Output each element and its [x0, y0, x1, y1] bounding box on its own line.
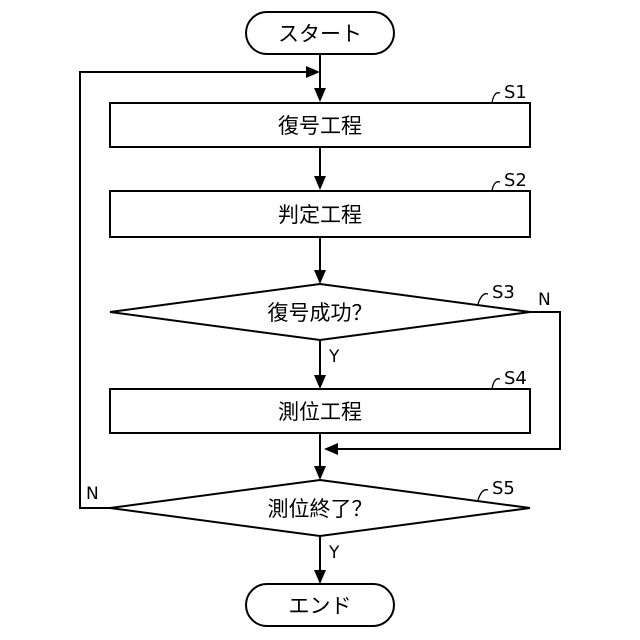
process-s4-label: 測位工程	[278, 400, 362, 424]
process-s1-label: 復号工程	[278, 114, 362, 138]
decision-s3-no-label: N	[538, 290, 551, 310]
decision-s3-yes-label: Y	[328, 347, 340, 367]
decision-s5-label: 測位終了？	[268, 497, 373, 521]
process-s1: 復号工程	[110, 103, 530, 147]
arrowhead-start-s1	[314, 88, 326, 102]
decision-s5: 測位終了？	[110, 480, 530, 536]
decision-s3-label: 復号成功？	[268, 301, 373, 325]
step-id-s3: S3	[492, 282, 515, 303]
end-terminal: エンド	[246, 584, 394, 626]
arrowhead-s3-no	[324, 443, 338, 455]
step-leader-s4	[492, 379, 500, 389]
step-leader-s3	[478, 294, 488, 304]
decision-s5-yes-label: Y	[328, 543, 340, 563]
arrowhead-s2-s3	[314, 270, 326, 284]
decision-s5-no-label: N	[86, 484, 99, 504]
arrowhead-s3-s4	[314, 375, 326, 389]
step-id-s5: S5	[492, 478, 515, 499]
end-label: エンド	[289, 594, 352, 618]
arrowhead-s4-s5	[314, 466, 326, 480]
process-s2: 判定工程	[110, 191, 530, 237]
step-id-s4: S4	[504, 368, 527, 389]
arrowhead-s5-no-loop	[306, 66, 320, 78]
start-label: スタート	[278, 22, 362, 46]
step-leader-s2	[492, 182, 500, 191]
arrowhead-s1-s2	[314, 176, 326, 190]
step-id-s2: S2	[504, 170, 527, 191]
process-s4: 測位工程	[110, 389, 530, 433]
process-s2-label: 判定工程	[278, 203, 362, 227]
decision-s3: 復号成功？	[110, 284, 530, 340]
step-leader-s1	[492, 93, 500, 103]
start-terminal: スタート	[246, 12, 394, 54]
arrowhead-s5-end	[314, 570, 326, 584]
step-leader-s5	[478, 490, 488, 500]
step-id-s1: S1	[504, 82, 527, 103]
